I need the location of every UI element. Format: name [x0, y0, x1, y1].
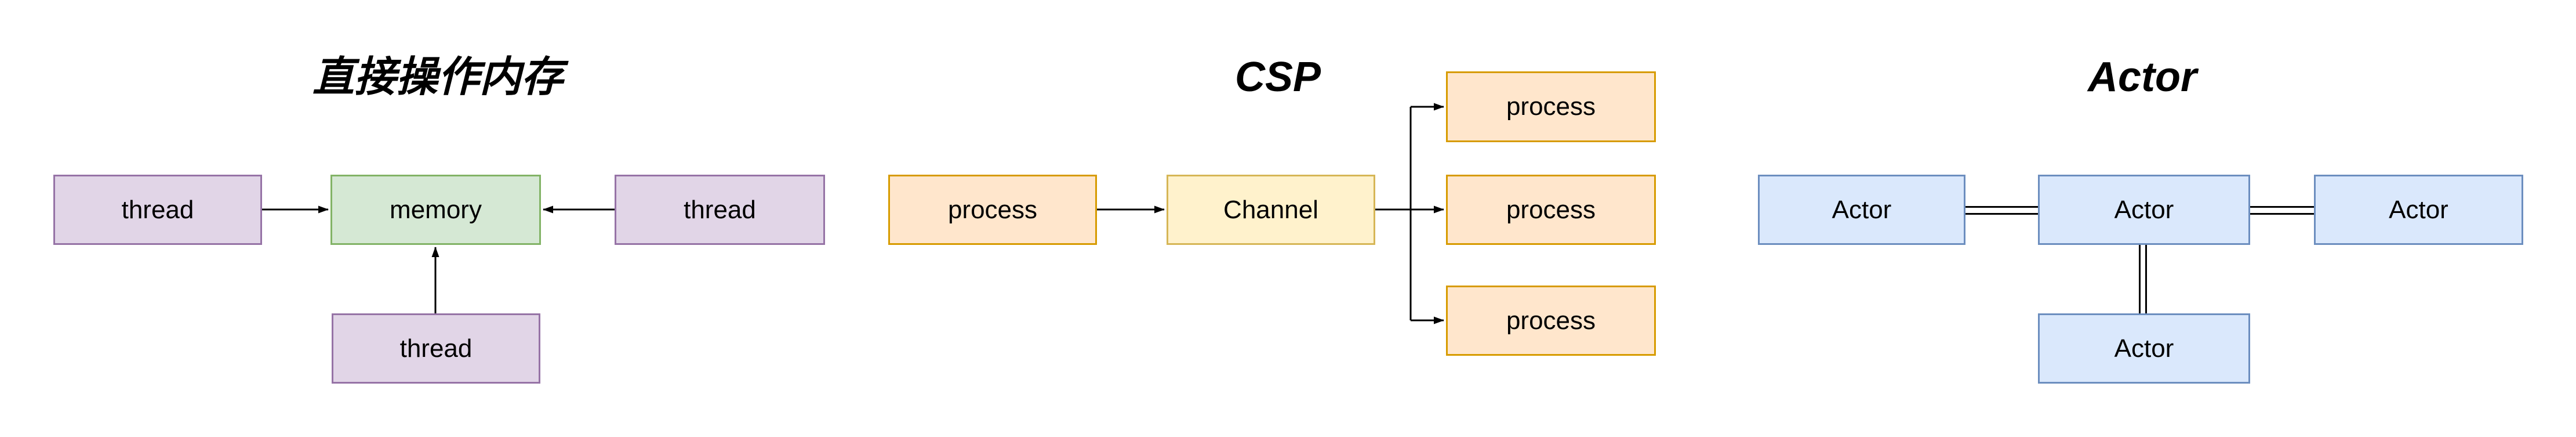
node-label: Actor: [2114, 195, 2174, 224]
node-label: Actor: [1832, 195, 1892, 224]
node-label: Channel: [1223, 195, 1318, 224]
node-label: process: [1506, 92, 1596, 121]
node-label: Actor: [2389, 195, 2448, 224]
node-thread-bottom: thread: [332, 313, 540, 384]
node-process-in: process: [888, 175, 1097, 245]
double-line-actor-left-middle: [1965, 206, 2038, 215]
node-actor-bottom: Actor: [2038, 313, 2250, 384]
node-label: thread: [399, 334, 473, 363]
double-line-actor-middle-right: [2250, 206, 2314, 215]
double-line-actor-middle-bottom: [2139, 245, 2147, 313]
node-process-top: process: [1446, 71, 1656, 142]
diagram-title-csp: CSP: [1234, 54, 1321, 100]
node-thread-left: thread: [53, 175, 262, 245]
node-thread-right: thread: [615, 175, 825, 245]
diagram-title-actor: Actor: [2087, 54, 2197, 100]
diagram-title-shared-memory: 直接操作内存: [312, 54, 564, 100]
node-label: memory: [390, 195, 482, 224]
node-actor-middle: Actor: [2038, 175, 2250, 245]
node-label: process: [947, 195, 1038, 224]
node-process-bottom: process: [1446, 286, 1656, 356]
node-process-middle: process: [1446, 175, 1656, 245]
node-memory: memory: [330, 175, 541, 245]
node-actor-right: Actor: [2314, 175, 2523, 245]
node-channel: Channel: [1167, 175, 1375, 245]
node-actor-left: Actor: [1758, 175, 1965, 245]
node-label: Actor: [2114, 334, 2174, 363]
node-label: process: [1506, 195, 1596, 224]
node-label: thread: [684, 195, 756, 224]
node-label: process: [1506, 306, 1596, 335]
node-label: thread: [121, 195, 194, 224]
